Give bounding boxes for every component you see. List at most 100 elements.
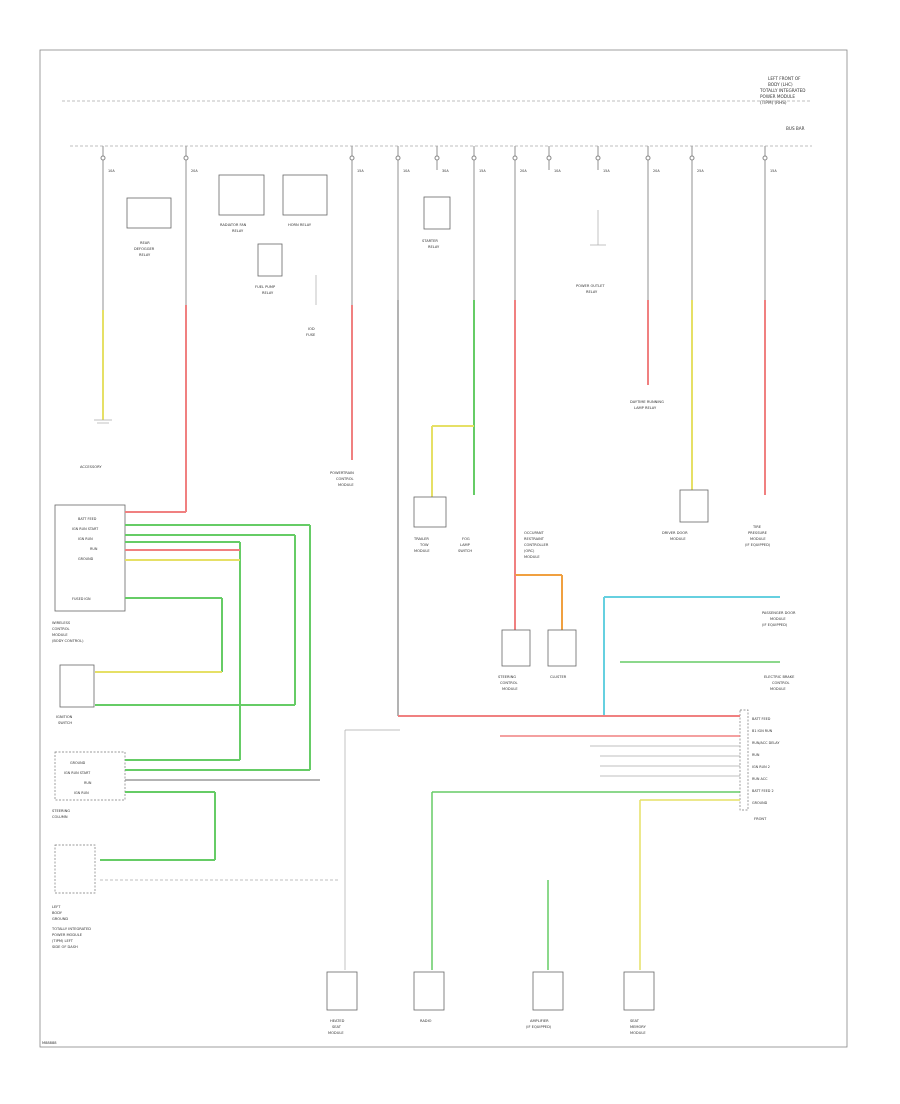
svg-text:IGN RUN 2: IGN RUN 2 <box>752 765 770 769</box>
svg-text:COLUMN: COLUMN <box>52 815 68 819</box>
driver-door-module: DRIVER DOOR MODULE <box>662 489 709 541</box>
svg-text:MODULE: MODULE <box>338 483 354 487</box>
fuse-3: 15A <box>349 146 364 320</box>
svg-text:30A: 30A <box>442 169 449 173</box>
svg-text:BATT FEED: BATT FEED <box>78 517 97 521</box>
svg-text:GROUND: GROUND <box>78 557 94 561</box>
footer-code: M88888 <box>42 1041 57 1045</box>
svg-text:RELAY: RELAY <box>428 245 440 249</box>
cyan-harness <box>603 596 780 715</box>
svg-text:IOD: IOD <box>308 327 315 331</box>
header-line-5: (TIPM) (RHS) <box>760 100 787 105</box>
fuse-7: 20A <box>512 146 527 300</box>
svg-text:MODULE: MODULE <box>502 687 518 691</box>
steering-column-harness <box>100 759 340 881</box>
svg-text:RADIATOR FAN: RADIATOR FAN <box>220 223 247 227</box>
radiator-fan-relay: RADIATOR FAN RELAY <box>218 174 265 233</box>
svg-text:POWER MODULE: POWER MODULE <box>52 933 83 937</box>
diagram-frame <box>39 49 848 1048</box>
fuse-5: 30A <box>434 146 449 173</box>
svg-text:LAMP RELAY: LAMP RELAY <box>634 406 657 410</box>
svg-text:CONTROL: CONTROL <box>500 681 518 685</box>
left-body-ground: LEFT BODY GROUND <box>52 844 96 921</box>
svg-text:FUSED IGN: FUSED IGN <box>72 597 91 601</box>
starter-relay: STARTER RELAY <box>422 196 451 249</box>
fuse-1: 10A <box>100 146 115 320</box>
svg-text:MODULE: MODULE <box>750 537 766 541</box>
svg-text:MODULE: MODULE <box>414 549 430 553</box>
svg-text:CONTROL: CONTROL <box>336 477 354 481</box>
svg-text:OCCUPANT: OCCUPANT <box>524 531 545 535</box>
svg-text:MODULE: MODULE <box>770 617 786 621</box>
svg-text:WIRELESS: WIRELESS <box>52 621 71 625</box>
svg-text:LAMP: LAMP <box>460 543 471 547</box>
svg-text:GROUND: GROUND <box>752 801 768 805</box>
svg-text:FOG: FOG <box>462 537 470 541</box>
svg-text:20A: 20A <box>520 169 527 173</box>
svg-text:IGN RUN START: IGN RUN START <box>72 527 99 531</box>
svg-text:FRONT: FRONT <box>754 817 767 821</box>
fuse-9: 15A <box>595 146 610 173</box>
svg-text:20A: 20A <box>191 169 198 173</box>
daytime-running-relay: DAYTIME RUNNING LAMP RELAY <box>630 400 664 410</box>
heated-seat-module: HEATED SEAT MODULE <box>326 971 358 1035</box>
svg-text:RELAY: RELAY <box>262 291 274 295</box>
fuse-11: 25A <box>689 146 704 300</box>
fuse-10: 20A <box>645 146 660 300</box>
svg-text:IGNITION: IGNITION <box>56 715 73 719</box>
svg-text:CONTROL: CONTROL <box>772 681 790 685</box>
svg-text:15A: 15A <box>770 169 777 173</box>
svg-text:(TIPM) LEFT: (TIPM) LEFT <box>52 939 74 943</box>
tipm-left-label: TOTALLY INTEGRATED POWER MODULE (TIPM) L… <box>51 927 91 949</box>
bus-bar-label: BUS BAR <box>786 126 805 131</box>
ignition-switch: IGNITION SWITCH <box>56 664 95 725</box>
svg-text:TOTALLY INTEGRATED: TOTALLY INTEGRATED <box>51 927 91 931</box>
svg-text:BODY: BODY <box>52 911 63 915</box>
svg-text:SWITCH: SWITCH <box>58 721 72 725</box>
svg-text:RUN/ACC DELAY: RUN/ACC DELAY <box>752 741 780 745</box>
svg-text:BATT FEED: BATT FEED <box>752 717 771 721</box>
svg-text:MODULE: MODULE <box>770 687 786 691</box>
cluster: CLUSTER <box>547 629 577 679</box>
header-line-1: LEFT FRONT OF <box>768 76 801 81</box>
fuse-2: 20A <box>183 146 198 320</box>
svg-text:PRESSURE: PRESSURE <box>748 531 768 535</box>
tipm-input-wires <box>344 715 740 970</box>
svg-text:PASSENGER DOOR: PASSENGER DOOR <box>762 611 796 615</box>
svg-text:15A: 15A <box>479 169 486 173</box>
header-line-3: TOTALLY INTEGRATED <box>759 88 805 93</box>
svg-text:HEATED: HEATED <box>330 1019 345 1023</box>
svg-text:(IF EQUIPPED): (IF EQUIPPED) <box>745 543 771 547</box>
svg-text:DAYTIME RUNNING: DAYTIME RUNNING <box>630 400 664 404</box>
power-outlet-relay: POWER OUTLET RELAY <box>576 210 606 294</box>
fuse-6: 15A <box>471 146 486 300</box>
wireless-control-module: BATT FEED IGN RUN START IGN RUN RUN GROU… <box>52 504 126 643</box>
ground-symbol <box>94 419 112 424</box>
svg-text:10A: 10A <box>554 169 561 173</box>
svg-text:CLUSTER: CLUSTER <box>550 675 567 679</box>
svg-text:MODULE: MODULE <box>52 633 68 637</box>
svg-text:AMPLIFIER: AMPLIFIER <box>530 1019 549 1023</box>
svg-text:SWITCH: SWITCH <box>458 549 472 553</box>
svg-text:MODULE: MODULE <box>524 555 540 559</box>
fuse-12: 15A <box>762 146 777 300</box>
svg-text:STEERING: STEERING <box>52 809 70 813</box>
svg-text:STEERING: STEERING <box>498 675 516 679</box>
wcm-harness <box>95 511 311 770</box>
svg-text:ACCESSORY: ACCESSORY <box>80 465 102 469</box>
svg-text:15A: 15A <box>603 169 610 173</box>
svg-text:IGN RUN: IGN RUN <box>78 537 93 541</box>
seat-memory-module: SEAT MEMORY MODULE <box>623 971 655 1035</box>
svg-text:15A: 15A <box>357 169 364 173</box>
electric-brake-module: ELECTRIC BRAKE CONTROL MODULE <box>764 675 795 691</box>
svg-text:HORN RELAY: HORN RELAY <box>288 223 312 227</box>
svg-text:SIDE OF DASH: SIDE OF DASH <box>52 945 78 949</box>
svg-text:RUN: RUN <box>752 753 760 757</box>
svg-text:(IF EQUIPPED): (IF EQUIPPED) <box>762 623 788 627</box>
svg-text:RUN: RUN <box>90 547 98 551</box>
svg-text:POWER OUTLET: POWER OUTLET <box>576 284 605 288</box>
svg-text:BATT FEED 2: BATT FEED 2 <box>752 789 774 793</box>
header-line-2: BODY (LHC) <box>768 82 793 87</box>
